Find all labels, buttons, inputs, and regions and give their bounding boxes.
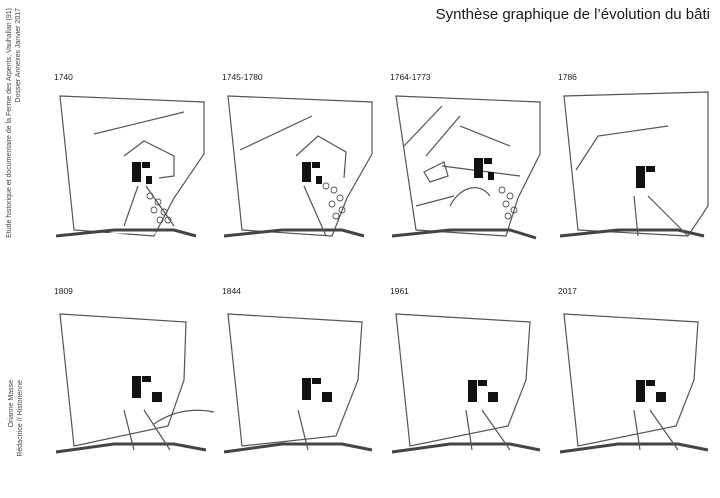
site-plan-drawing [223,313,373,454]
site-plan-drawing [391,313,541,454]
author-credit: Orianne Masse Rédactrice // Historienne [8,380,25,490]
author-name: Orianne Masse [8,380,15,428]
study-credit-line: Dossier Annexes Janvier 2017 [14,8,22,103]
plan-panel-1764-1773: 1764-1773 [390,72,550,262]
plan-panel-1809: 1809 [54,286,215,476]
plan-panel-1786: 1786 [558,72,718,262]
plan-year: 1764-1773 [390,72,431,82]
plan-year: 1844 [222,286,241,296]
plan-year: 1786 [558,72,577,82]
plan-panel-1740: 1740 [54,72,214,262]
study-credit: Etude historique et documentaire de la F… [6,8,23,288]
side-caption: Etude historique et documentaire de la F… [2,0,26,498]
page-title: Synthèse graphique de l’évolution du bât… [435,6,710,23]
plan-year: 1745-1780 [222,72,263,82]
author-role: Rédactrice // Historienne [16,380,24,457]
study-credit-line: Etude historique et documentaire de la F… [6,8,13,238]
site-plan-drawing [55,95,205,240]
site-plan-drawing [223,95,373,238]
plan-year: 1809 [54,286,73,296]
plan-panel-2017: 2017 [558,286,718,476]
plan-year: 1740 [54,72,73,82]
site-plan-drawing [559,313,709,454]
plan-panel-1844: 1844 [222,286,382,476]
site-plan-drawing [559,91,709,238]
plan-panel-1745-1780: 1745-1780 [222,72,382,262]
plan-panel-1961: 1961 [390,286,550,476]
site-plan-drawing [391,95,541,240]
site-plan-drawing [55,313,215,454]
plan-year: 1961 [390,286,409,296]
plan-year: 2017 [558,286,577,296]
